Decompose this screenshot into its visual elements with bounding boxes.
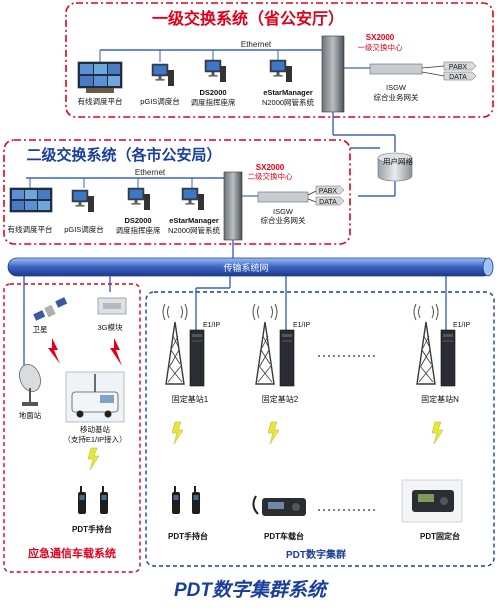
level2-pabx-arrow [315, 185, 345, 195]
user-network-label: 用户网络 [383, 156, 413, 166]
bs2-e1ip: E1/IP [293, 322, 310, 329]
level2-sx2000-rack-icon [223, 171, 243, 241]
emergency-handset-label: PDT手持台 [72, 524, 112, 534]
level2-ethernet: Ethernet [135, 168, 166, 177]
emergency-title: 应急通信车载系统 [28, 546, 116, 560]
level1-pabx: PABX [449, 64, 467, 71]
level2-wired-console-label: 有线调度平台 [8, 224, 53, 234]
level2-isgw-label: ISGW [273, 207, 294, 216]
bs1-label: 固定基站1 [172, 394, 209, 404]
module-3g-icon [97, 297, 127, 315]
level1-data: DATA [449, 74, 467, 81]
level1-data-arrow [443, 71, 477, 81]
level1-video-wall-icon [77, 61, 123, 93]
level1-ethernet: Ethernet [241, 40, 272, 49]
transport-label: 传输系统网 [223, 262, 268, 273]
level2-ds2000-icon [127, 187, 150, 210]
emergency-radio-bolt-icon [87, 447, 100, 471]
bsn-e1ip: E1/IP [453, 322, 470, 329]
level1-pgis-label: pGIS调度台 [140, 96, 180, 106]
transport-network: 传输系统网 [7, 257, 494, 277]
level1-title: 一级交换系统（省公安厅） [152, 9, 344, 28]
bs1-radio-bolt-icon [171, 421, 184, 445]
level1-esm-label: eStarManager [263, 88, 313, 97]
vehicle-radio-label: PDT车载台 [264, 531, 304, 541]
level1-sx2000-rack-icon [321, 35, 345, 113]
bsn-label: 固定基站N [421, 394, 459, 404]
cluster-handset-icon [172, 486, 200, 514]
mobile-bs-label: 移动基站 [80, 424, 110, 434]
main-title: PDT数字集群系统 [174, 579, 329, 601]
level1-esm-icon [269, 59, 292, 82]
fixed-radio-icon [401, 479, 463, 523]
level2-isgw-device-icon [257, 191, 309, 203]
level1-group: 一级交换系统（省公安厅） Ethernet 有线调度平台 pGIS调度台 DS2… [65, 2, 494, 118]
user-network-cylinder-icon [377, 157, 413, 182]
module-link-bolt-icon [110, 338, 122, 366]
level2-ds2000-label: DS2000 [124, 216, 151, 225]
level1-wired-console-label: 有线调度平台 [78, 96, 123, 106]
level2-sx2000-label: SX2000 [256, 163, 285, 172]
level2-data: DATA [319, 199, 337, 206]
level1-pabx-arrow [443, 61, 477, 71]
fixed-radio-label: PDT固定台 [420, 531, 460, 541]
emergency-handset-icon [78, 486, 108, 514]
mobile-base-station-icon [65, 371, 125, 423]
level1-sx2000-label: SX2000 [366, 33, 395, 42]
emergency-frame [3, 283, 141, 573]
level2-pgis-label: pGIS调度台 [64, 224, 104, 234]
bs2-label: 固定基站2 [262, 394, 299, 404]
emergency-group: 卫星 3G模块 地面站 移动基站 （支持E1/IP接入） [3, 283, 141, 573]
cluster-group: E1/IP 固定基站1 E1/IP 固定基站2 E1/IP 固定基站N PDT手… [145, 291, 495, 567]
base-station-n-icon [413, 303, 456, 387]
module-3g-label: 3G模块 [97, 322, 123, 332]
base-station-2-icon [252, 303, 295, 387]
ground-station-dish-icon [19, 364, 41, 406]
cluster-title: PDT数字集群 [286, 548, 346, 561]
level1-isgw-sub: 综合业务网关 [374, 92, 419, 102]
base-station-1-icon [162, 303, 205, 387]
level1-ds2000-icon [204, 59, 226, 82]
level2-pgis-icon [71, 189, 94, 212]
satellite-link-bolt-icon [48, 338, 60, 364]
ground-station-label: 地面站 [19, 410, 42, 420]
bs1-e1ip: E1/IP [203, 322, 220, 329]
satellite-label: 卫星 [33, 325, 48, 334]
level2-video-wall-icon [9, 187, 53, 213]
level2-data-arrow [315, 196, 345, 206]
level1-pgis-icon [151, 63, 174, 86]
level2-group: 二级交换系统（各市公安局） Ethernet 有线调度平台 pGIS调度台 DS… [3, 139, 351, 245]
level2-esm-icon [181, 187, 204, 210]
cluster-handset-label: PDT手持台 [168, 531, 208, 541]
level1-isgw-device-icon [369, 63, 423, 75]
bsn-radio-bolt-icon [431, 421, 444, 445]
level2-esm-label: eStarManager [169, 216, 219, 225]
user-network-group: 用户网络 [228, 112, 413, 197]
level2-ds2000-sub: 调度指挥座席 [116, 225, 161, 235]
level2-title: 二级交换系统（各市公安局） [26, 146, 221, 164]
cluster-frame [145, 291, 495, 567]
level2-pabx: PABX [319, 188, 337, 195]
level2-isgw-sub: 综合业务网关 [261, 215, 306, 225]
level1-ds2000-sub: 调度指挥座席 [191, 97, 236, 107]
level1-ds2000-label: DS2000 [199, 88, 226, 97]
level2-esm-sub: N2000网管系统 [168, 225, 221, 235]
satellite-icon [33, 297, 68, 321]
level1-sx2000-sub: 一级交换中心 [358, 42, 403, 52]
bs2-radio-bolt-icon [267, 421, 280, 445]
level2-frame [3, 139, 351, 245]
level1-esm-sub: N2000网管系统 [262, 97, 315, 107]
vehicle-radio-icon [252, 495, 306, 516]
level1-isgw-label: ISGW [386, 83, 407, 92]
level2-sx2000-sub: 二级交换中心 [248, 171, 293, 181]
mobile-bs-sub: （支持E1/IP接入） [63, 434, 126, 444]
